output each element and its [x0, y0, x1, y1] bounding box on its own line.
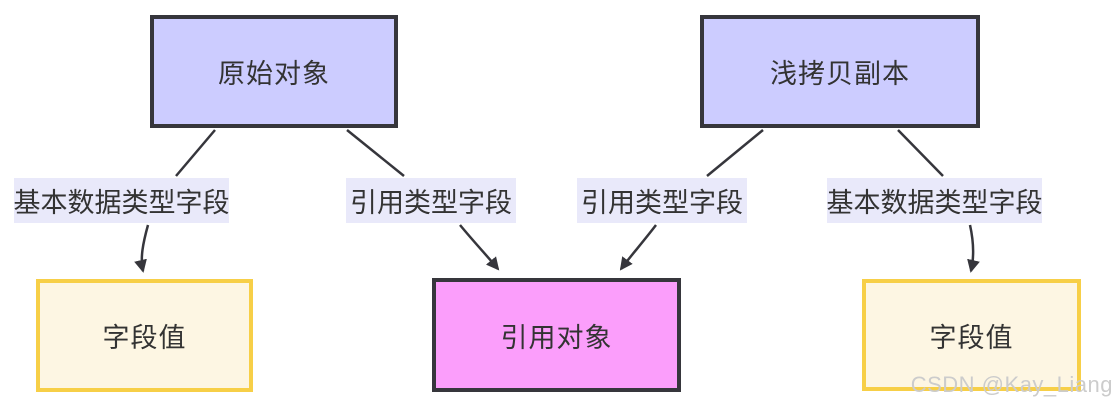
- node-reference-object-label: 引用对象: [500, 322, 613, 353]
- edge-reference-field-left-to-reference-object: [459, 224, 500, 271]
- edge-label-reference-field-left: 引用类型字段: [346, 178, 516, 223]
- edge-label-reference-field-right-label: 引用类型字段: [581, 188, 743, 218]
- edge-reference-field-right-to-reference-object: [619, 224, 657, 271]
- node-field-value-right-label: 字段值: [929, 322, 1014, 353]
- edge-original-object-to-reference-field-left: [346, 129, 405, 177]
- node-field-value-right: 字段值: [862, 279, 1081, 391]
- edge-primitive-field-right-to-field-value-right: [967, 224, 980, 273]
- edge-shallow-copy-to-primitive-field-right: [897, 129, 944, 177]
- edge-label-primitive-field-left-label: 基本数据类型字段: [13, 188, 230, 218]
- edge-label-reference-field-right: 引用类型字段: [577, 178, 747, 223]
- node-original-object-label: 原始对象: [218, 59, 330, 89]
- edge-label-primitive-field-left: 基本数据类型字段: [13, 178, 230, 223]
- node-shallow-copy: 浅拷贝副本: [700, 15, 980, 128]
- node-original-object: 原始对象: [150, 15, 398, 128]
- node-field-value-left: 字段值: [36, 279, 253, 392]
- edge-shallow-copy-to-reference-field-right: [706, 129, 764, 177]
- csdn-watermark: CSDN @Kay_Liang: [910, 372, 1113, 397]
- node-field-value-left-label: 字段值: [102, 323, 187, 353]
- node-reference-object: 引用对象: [432, 278, 681, 392]
- node-shallow-copy-label: 浅拷贝副本: [770, 59, 910, 89]
- edge-original-object-to-primitive-field-left: [175, 129, 216, 177]
- edge-primitive-field-left-to-field-value-left: [134, 224, 150, 273]
- edge-label-primitive-field-right-label: 基本数据类型字段: [826, 188, 1043, 218]
- edge-label-primitive-field-right: 基本数据类型字段: [826, 178, 1043, 223]
- edge-label-reference-field-left-label: 引用类型字段: [350, 188, 512, 218]
